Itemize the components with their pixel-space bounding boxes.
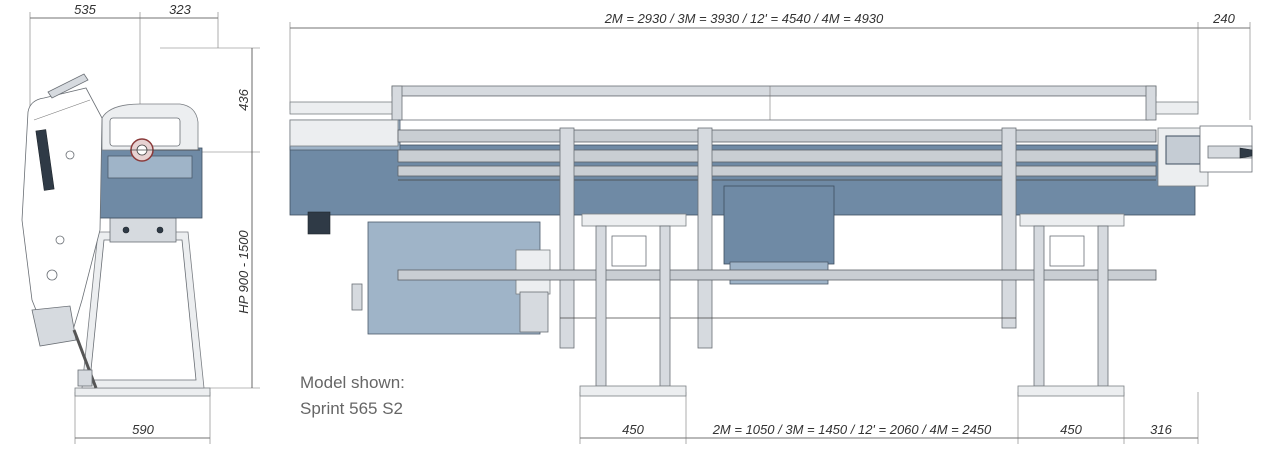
dim-front-right-offset: 240 (1212, 11, 1235, 26)
side-swing-panel (21, 87, 103, 341)
side-column-head (109, 217, 177, 243)
side-view (21, 12, 260, 444)
side-brush-strip (35, 129, 55, 191)
dim-front-overall: 2M = 2930 / 3M = 3930 / 12' = 4540 / 4M … (604, 11, 884, 26)
front-leg-right (1017, 213, 1125, 397)
dim-side-height-upper: 436 (236, 88, 251, 110)
front-leg-left (579, 213, 687, 397)
dim-front-foot-left: 450 (622, 422, 644, 437)
dim-side-base: 590 (132, 422, 154, 437)
dim-front-foot-spacing: 2M = 1050 / 3M = 1450 / 12' = 2060 / 4M … (712, 422, 992, 437)
front-top-frame (391, 85, 1157, 97)
side-view-dimension-lines (29, 12, 260, 444)
front-guide-tube-lower (397, 165, 1157, 177)
side-handle (47, 73, 89, 99)
front-guide-tube-upper (397, 129, 1157, 143)
front-guide-tube-middle (397, 149, 1157, 163)
front-control-screen (1165, 135, 1201, 165)
dim-front-foot-right: 450 (1060, 422, 1082, 437)
dim-side-top-left: 535 (74, 2, 96, 17)
side-pedestal-inner (89, 239, 197, 381)
front-horizontal-bar (397, 269, 1157, 281)
front-support-frame-2 (697, 127, 713, 349)
caption-model-name: Sprint 565 S2 (300, 399, 403, 418)
side-lower-bracket (31, 305, 77, 347)
dim-side-top-right: 323 (169, 2, 191, 17)
front-view (289, 22, 1253, 444)
side-base-plate (74, 387, 211, 397)
caption-model-label: Model shown: (300, 373, 405, 392)
front-view-dimension-lines (289, 22, 1251, 444)
front-central-box (723, 185, 835, 265)
front-support-frame-1 (559, 127, 575, 349)
front-support-frame-3 (1001, 127, 1017, 329)
dim-side-height-hp: HP 900 - 1500 (236, 230, 251, 314)
dim-front-right-end: 316 (1150, 422, 1172, 437)
